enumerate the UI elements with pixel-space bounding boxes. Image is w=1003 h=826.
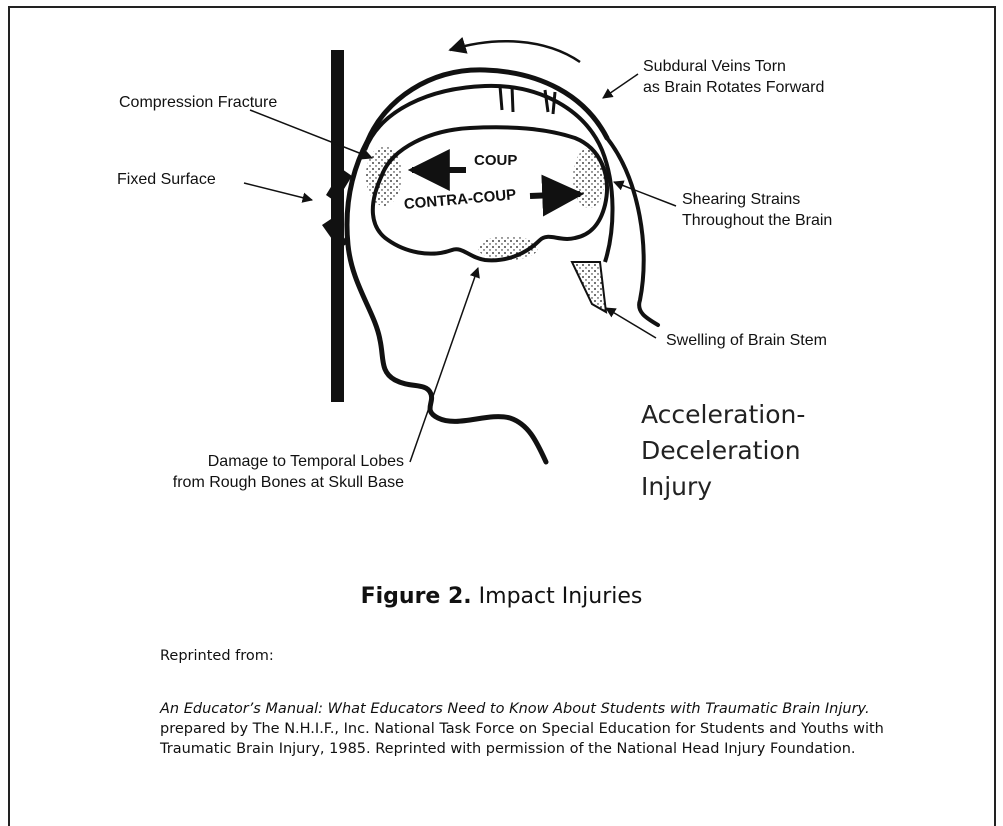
leader-compression (250, 110, 372, 158)
diagram-title-line2: Deceleration (641, 433, 805, 469)
shearing-label-line1: Shearing Strains (682, 190, 800, 210)
subdural-label-line2: as Brain Rotates Forward (643, 78, 824, 98)
figure-caption: Figure 2. Impact Injuries (0, 584, 1003, 609)
citation: An Educator’s Manual: What Educators Nee… (160, 699, 890, 759)
leader-swelling (606, 308, 656, 338)
figure-title: Impact Injuries (479, 584, 643, 609)
temporal-label-line2: from Rough Bones at Skull Base (120, 473, 404, 493)
swelling-label: Swelling of Brain Stem (666, 331, 827, 351)
shearing-label-line2: Throughout the Brain (682, 211, 832, 231)
reprint-heading: Reprinted from: (160, 648, 274, 664)
diagram-title-line3: Injury (641, 469, 805, 505)
figure-number: Figure 2. (361, 584, 472, 609)
coup-label: COUP (474, 152, 517, 169)
compression-fracture-label: Compression Fracture (119, 93, 277, 113)
leader-temporal (410, 268, 478, 462)
rotation-arrow (450, 41, 580, 62)
citation-rest: prepared by The N.H.I.F., Inc. National … (160, 721, 884, 757)
diagram-title-line1: Acceleration- (641, 397, 805, 433)
fixed-surface-label: Fixed Surface (117, 170, 216, 190)
diagram-title: Acceleration- Deceleration Injury (641, 397, 805, 505)
temporal-label-line1: Damage to Temporal Lobes (120, 452, 404, 472)
citation-title: An Educator’s Manual: What Educators Nee… (160, 701, 870, 717)
contra-coup-arrow (530, 194, 580, 196)
subdural-label-line1: Subdural Veins Torn (643, 57, 786, 77)
leader-fixed-surface (244, 183, 312, 200)
leader-shearing (614, 182, 676, 206)
leader-subdural (603, 74, 638, 98)
